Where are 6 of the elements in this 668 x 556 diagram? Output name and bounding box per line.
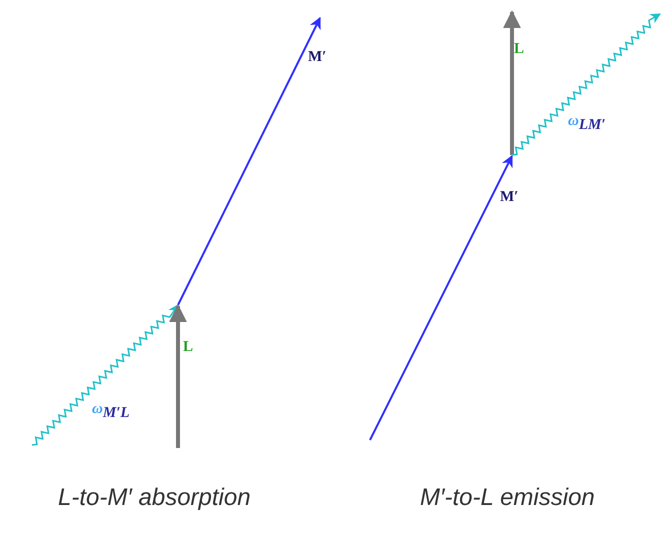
vector-label: L (183, 338, 194, 357)
caption: M′-to-L emission (420, 483, 596, 513)
vector-label: L (514, 40, 524, 59)
caption: L-to-M′ absorption (58, 483, 252, 513)
vector-label: M′ (500, 188, 518, 207)
vector-label: M′ (308, 48, 326, 67)
